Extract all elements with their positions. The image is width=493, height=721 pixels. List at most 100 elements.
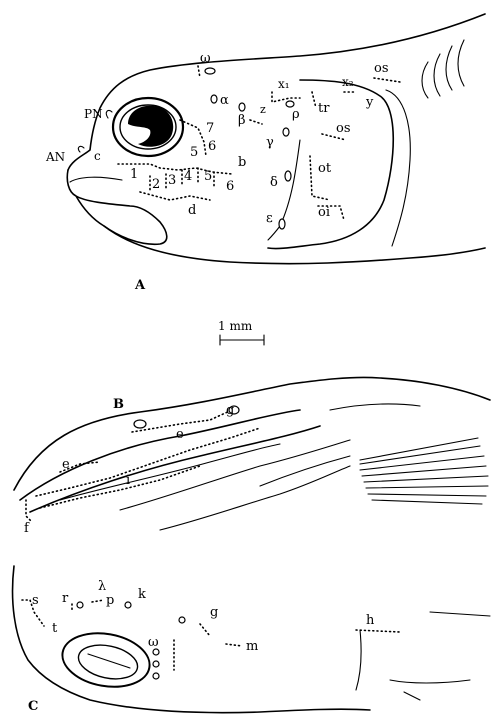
- panel-a: A PN AN ω α β 7 6 5 c 1 2 3 4 5 6 b d z …: [45, 14, 485, 293]
- b-label-f: f: [24, 521, 30, 536]
- c-pore-lambda: [77, 602, 83, 608]
- body-outline-upper: [14, 377, 490, 490]
- label-7: 7: [206, 121, 214, 136]
- label-rho: ρ: [292, 107, 300, 122]
- pore-alpha: [211, 95, 217, 103]
- body-ridge-3: [60, 444, 280, 500]
- c-label-lambda: λ: [98, 579, 106, 594]
- body-ridge-7: [330, 404, 420, 410]
- pectoral-arc-1: [422, 62, 428, 98]
- infraorbital-lower-line: [140, 192, 210, 200]
- c-label-s: s: [32, 593, 39, 608]
- c-pore-omega-2: [153, 661, 159, 667]
- c-operculum: [356, 630, 361, 690]
- c-label-h: h: [366, 613, 375, 628]
- label-2: 2: [152, 177, 160, 192]
- tr-line: [312, 92, 316, 108]
- panel-c-label: C: [28, 699, 38, 714]
- label-oi: oi: [318, 205, 330, 220]
- label-6b: 6: [226, 179, 234, 194]
- label-tr: tr: [318, 101, 330, 116]
- upper-lip: [70, 177, 122, 182]
- c-canal-m: [226, 644, 242, 646]
- body-ridge-1: [20, 410, 300, 500]
- label-6a: 6: [208, 139, 216, 154]
- c-canal-g: [200, 624, 210, 636]
- c-pore-k: [125, 602, 131, 608]
- body-ridge-6: [260, 456, 350, 486]
- label-delta: δ: [270, 175, 278, 190]
- label-epsilon: ε: [266, 211, 273, 226]
- pore-beta: [239, 103, 245, 111]
- label-5b: 5: [204, 169, 212, 184]
- label-ot: ot: [318, 161, 332, 176]
- c-label-m: m: [246, 639, 258, 654]
- panel-b-label: B: [113, 397, 124, 412]
- label-1: 1: [130, 167, 138, 182]
- label-x2: x₂: [342, 75, 354, 89]
- label-pn: PN: [84, 107, 103, 121]
- c-body-line: [430, 612, 490, 616]
- panel-b: B e e g i f: [14, 377, 490, 536]
- label-gamma: γ: [266, 135, 274, 150]
- b-pore-1: [134, 420, 146, 428]
- label-omega: ω: [200, 51, 211, 66]
- pore-delta: [285, 171, 291, 181]
- os-upper-line: [374, 78, 400, 82]
- label-d: d: [188, 203, 196, 218]
- x1-line: [272, 92, 300, 102]
- c-label-p: p: [106, 593, 114, 608]
- label-z: z: [260, 103, 266, 116]
- pectoral-arc-3: [446, 46, 452, 90]
- posterior-nostril-icon: [106, 110, 112, 118]
- label-os-mid: os: [336, 121, 351, 136]
- b-label-i: i: [126, 473, 130, 488]
- label-3: 3: [168, 173, 176, 188]
- scale-bar: 1 mm: [218, 319, 264, 345]
- label-y: y: [365, 95, 374, 110]
- label-b: b: [238, 155, 246, 170]
- pore-gamma: [283, 128, 289, 136]
- c-body-line-3: [404, 692, 420, 700]
- scale-bar-label: 1 mm: [218, 319, 253, 333]
- body-ridge-4: [120, 440, 350, 510]
- c-label-r: r: [62, 591, 69, 606]
- label-c: c: [94, 149, 101, 163]
- body-ridge-5: [160, 466, 350, 530]
- supraorbital-line: [198, 66, 200, 78]
- scale-bar-line: [220, 335, 264, 345]
- b-canal-lateral-2: [40, 466, 200, 508]
- panel-c: C s r λ p k t g ω m h: [13, 566, 490, 714]
- c-body-line-2: [390, 680, 470, 683]
- c-label-omega: ω: [148, 635, 159, 650]
- c-canal-h: [356, 630, 400, 632]
- c-label-t: t: [52, 621, 58, 636]
- label-x1: x₁: [278, 77, 290, 91]
- pectoral-arc-2: [434, 54, 440, 96]
- lower-preopercular-line: [250, 120, 262, 124]
- pore-epsilon: [279, 219, 285, 229]
- b-label-e2: e: [62, 457, 70, 472]
- label-5a: 5: [190, 145, 198, 160]
- c-pore-g: [179, 617, 185, 623]
- c-label-g: g: [210, 605, 218, 620]
- c-canal-p: [92, 600, 104, 602]
- b-label-e1: e: [176, 427, 184, 442]
- c-pore-omega-3: [153, 673, 159, 679]
- label-an: AN: [45, 150, 65, 164]
- label-os-top: os: [374, 61, 389, 76]
- opercle-edge: [386, 90, 410, 246]
- anterior-nostril-icon: [78, 146, 84, 152]
- label-alpha: α: [220, 93, 229, 108]
- pore-omega: [205, 68, 215, 74]
- b-label-g: g: [226, 403, 234, 418]
- pectoral-fin-rays: [360, 438, 488, 504]
- pectoral-arc-4: [458, 40, 464, 86]
- c-head-outline: [13, 566, 370, 713]
- label-beta: β: [238, 113, 246, 128]
- panel-a-label: A: [134, 278, 146, 293]
- c-label-k: k: [138, 587, 146, 602]
- head-outline-lower: [104, 226, 485, 264]
- label-4: 4: [184, 169, 192, 184]
